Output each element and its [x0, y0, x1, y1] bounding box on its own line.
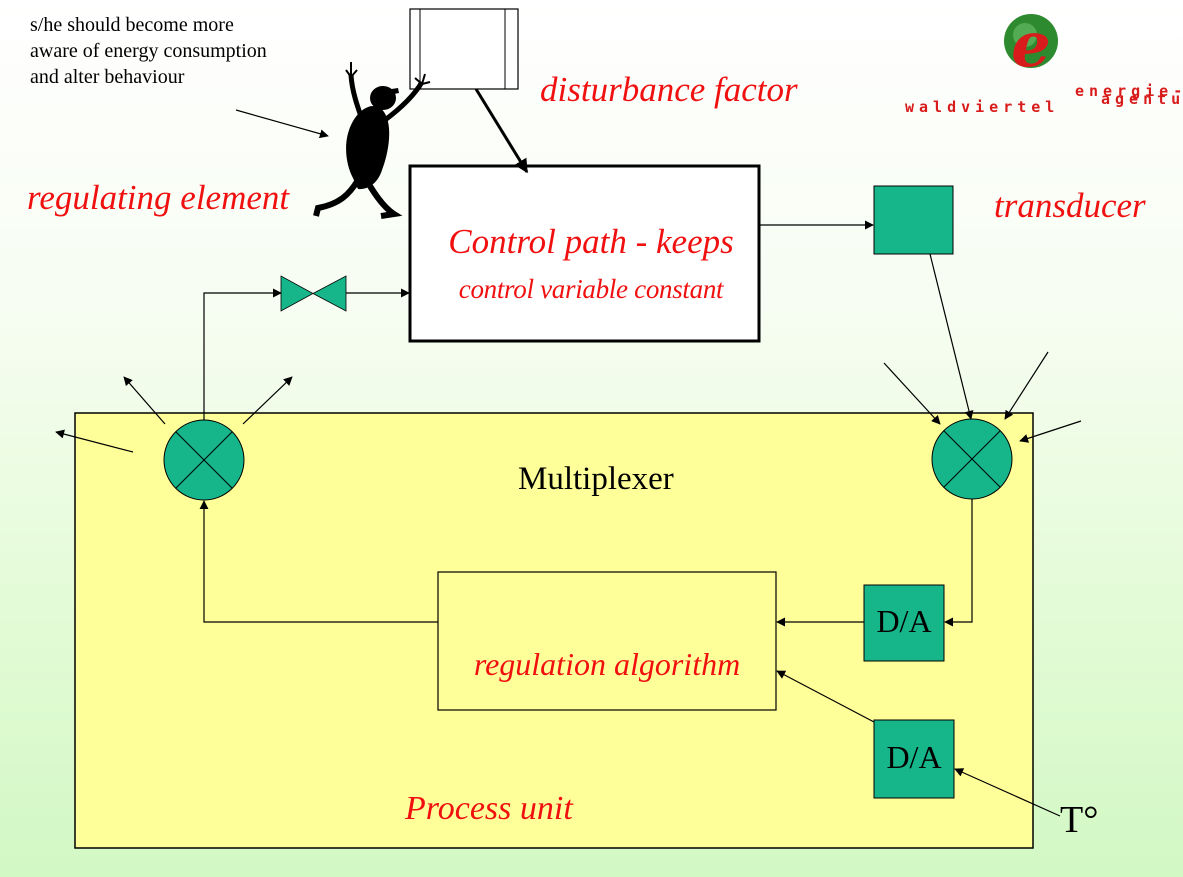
note-line-1: s/he should become more — [30, 14, 234, 36]
da-converter-top — [863, 584, 945, 662]
person-figure-icon — [313, 62, 431, 219]
disturbance-window-icon — [409, 8, 519, 90]
disturbance-factor-label: disturbance factor — [540, 70, 798, 109]
temperature-label: T° — [1060, 799, 1099, 841]
note-line-3: and alter behaviour — [30, 66, 185, 88]
control-path-label-line2: control variable constant — [458, 274, 724, 304]
behaviour-note: s/he should become more aware of energy … — [30, 12, 390, 90]
da-top-label: D/A — [876, 603, 932, 639]
valve-icon — [280, 275, 347, 312]
process-unit-label: Process unit — [405, 790, 573, 827]
note-line-2: aware of energy consumption — [30, 40, 267, 62]
logo-line-1: energie- — [1075, 82, 1183, 100]
multiplexer-label: Multiplexer — [518, 461, 674, 497]
logo-line-2: agentur — [1101, 90, 1183, 108]
control-path-box — [408, 164, 761, 343]
logo-line-3: waldviertel — [905, 98, 1060, 116]
left-mixer-icon — [163, 419, 245, 501]
right-mixer-icon — [931, 418, 1013, 500]
logo-e-icon: e — [1004, 8, 1058, 81]
regulation-algorithm-box — [437, 571, 777, 711]
logo-e-letter: e — [1011, 8, 1050, 81]
energieagentur-logo: e energie- agentur waldviertel — [905, 8, 1183, 133]
control-path-label-line1: Control path - keeps — [448, 222, 734, 261]
regulating-element-label: regulating element — [27, 178, 290, 217]
connectors — [55, 88, 1082, 817]
regulation-algorithm-label: regulation algorithm — [473, 646, 741, 682]
transducer-label: transducer — [994, 186, 1146, 225]
da-bottom-label: D/A — [886, 739, 942, 775]
transducer-box — [873, 185, 954, 255]
da-converter-bottom — [873, 719, 955, 799]
